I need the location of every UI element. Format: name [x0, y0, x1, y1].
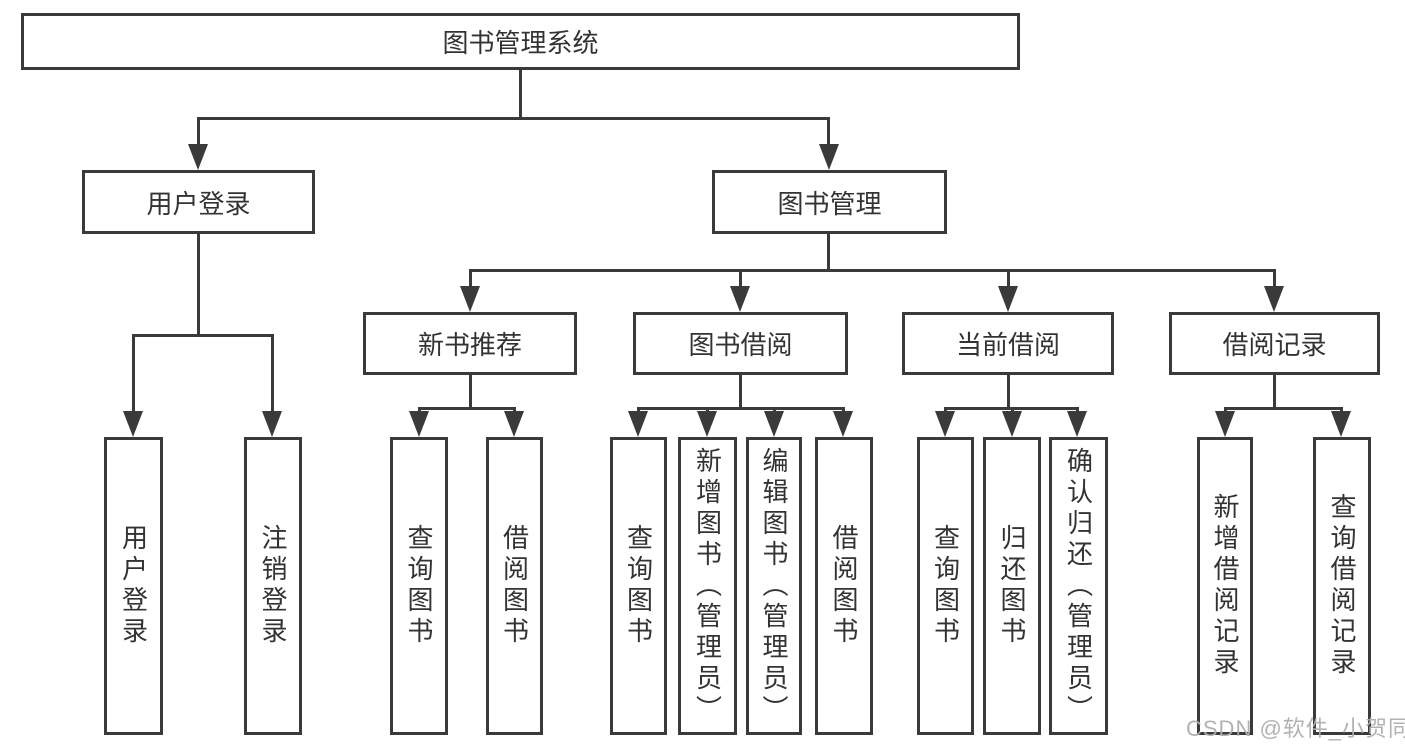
- connector-line: [739, 375, 742, 410]
- connector-line: [827, 117, 830, 149]
- node-leaf-query-books-recommend: 查询图书: [390, 437, 448, 735]
- arrow-down-icon: [504, 411, 524, 437]
- node-label: 归还图书: [997, 524, 1027, 648]
- node-leaf-return-books: 归还图书: [983, 437, 1041, 735]
- node-label: 注销登录: [258, 524, 288, 648]
- node-leaf-borrow-books: 借阅图书: [815, 437, 873, 735]
- connector-line: [1007, 269, 1010, 291]
- node-borrowing-records: 借阅记录: [1169, 312, 1380, 375]
- node-label: 新增图书（管理员）: [692, 446, 723, 726]
- connector-line: [739, 269, 742, 291]
- node-leaf-confirm-return-admin: 确认归还（管理员）: [1049, 437, 1108, 735]
- node-leaf-query-books-current: 查询图书: [917, 437, 974, 735]
- connector-line: [519, 68, 522, 120]
- arrow-down-icon: [935, 411, 955, 437]
- connector-line: [827, 234, 830, 272]
- node-label: 编辑图书（管理员）: [759, 446, 789, 726]
- connector-line: [469, 269, 472, 291]
- node-label: 图书借阅: [688, 330, 793, 360]
- node-label: 用户登录: [146, 188, 251, 219]
- arrow-down-icon: [1331, 411, 1351, 437]
- arrow-down-icon: [460, 286, 480, 312]
- arrow-down-icon: [1264, 286, 1284, 312]
- node-leaf-edit-books-admin: 编辑图书（管理员）: [746, 437, 802, 735]
- node-label: 图书管理系统: [442, 28, 599, 58]
- arrow-down-icon: [833, 411, 853, 437]
- node-label: 当前借阅: [955, 330, 1060, 360]
- arrow-down-icon: [409, 411, 429, 437]
- node-label: 确认归还（管理员）: [1063, 446, 1094, 726]
- node-book-borrowing: 图书借阅: [633, 312, 848, 375]
- node-leaf-borrow-books-recommend: 借阅图书: [486, 437, 543, 735]
- connector-line: [1224, 407, 1343, 410]
- connector-line: [197, 234, 200, 337]
- node-label: 借阅记录: [1222, 330, 1327, 360]
- connector-line: [132, 334, 135, 416]
- arrow-down-icon: [628, 411, 648, 437]
- node-label: 借阅图书: [829, 524, 859, 648]
- node-label: 图书管理: [777, 188, 882, 219]
- node-book-management: 图书管理: [712, 170, 947, 234]
- node-label: 查询图书: [623, 524, 654, 648]
- connector-line: [271, 334, 274, 416]
- node-leaf-add-books-admin: 新增图书（管理员）: [678, 437, 737, 735]
- node-label: 查询借阅记录: [1327, 493, 1357, 679]
- node-library-management-system: 图书管理系统: [21, 13, 1020, 70]
- node-leaf-user-login: 用户登录: [104, 437, 163, 735]
- arrow-down-icon: [730, 286, 750, 312]
- node-label: 查询图书: [930, 524, 961, 648]
- node-leaf-add-borrow-record: 新增借阅记录: [1197, 437, 1253, 735]
- arrow-down-icon: [1215, 411, 1235, 437]
- node-new-book-recommend: 新书推荐: [363, 312, 577, 375]
- arrow-down-icon: [998, 286, 1018, 312]
- connector-line: [1007, 375, 1010, 410]
- node-current-borrowing: 当前借阅: [902, 312, 1114, 375]
- arrow-down-icon: [1002, 411, 1022, 437]
- node-leaf-query-books-borrowing: 查询图书: [610, 437, 667, 735]
- node-label: 借阅图书: [499, 524, 530, 648]
- connector-line: [197, 117, 830, 120]
- csdn-watermark: CSDN @软件_小贺同学: [1186, 716, 1405, 741]
- node-label: 新书推荐: [417, 330, 522, 360]
- node-label: 查询图书: [404, 524, 434, 648]
- connector-line: [469, 375, 472, 410]
- arrow-down-icon: [1067, 411, 1087, 437]
- arrow-down-icon: [188, 144, 208, 170]
- arrow-down-icon: [262, 411, 282, 437]
- node-leaf-query-borrow-record: 查询借阅记录: [1313, 437, 1371, 735]
- arrow-down-icon: [123, 411, 143, 437]
- connector-line: [1273, 375, 1276, 410]
- node-user-login: 用户登录: [82, 170, 315, 234]
- connector-line: [637, 407, 845, 410]
- arrow-down-icon: [697, 411, 717, 437]
- node-label: 新增借阅记录: [1210, 493, 1240, 679]
- node-label: 用户登录: [118, 524, 149, 648]
- arrow-down-icon: [819, 144, 839, 170]
- connector-line: [197, 117, 200, 149]
- arrow-down-icon: [764, 411, 784, 437]
- node-leaf-logout: 注销登录: [244, 437, 302, 735]
- connector-line: [132, 334, 274, 337]
- connector-line: [418, 407, 516, 410]
- connector-line: [469, 269, 1276, 272]
- connector-line: [1273, 269, 1276, 291]
